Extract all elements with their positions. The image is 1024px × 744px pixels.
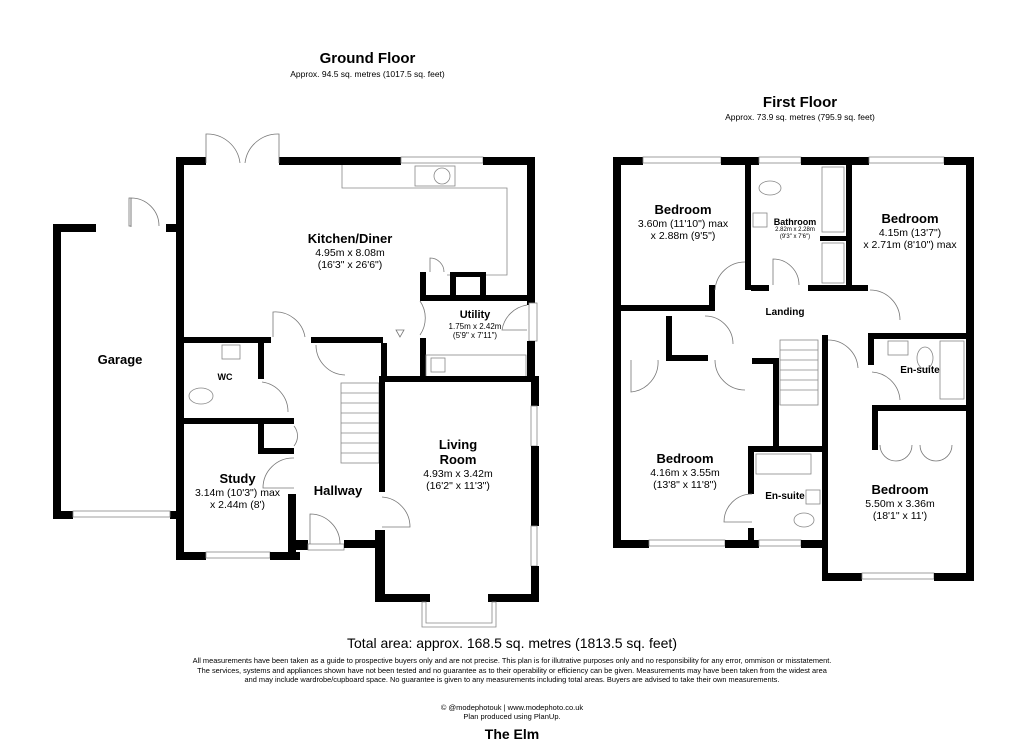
copyright-credit: © @modephotouk | www.modephoto.co.uk bbox=[440, 703, 584, 712]
ground-floor-plan bbox=[53, 133, 539, 628]
room-name: Bedroom bbox=[871, 482, 929, 497]
room-name: Utility bbox=[459, 309, 491, 321]
ground-floor-area: Approx. 94.5 sq. metres (1017.5 sq. feet… bbox=[290, 69, 445, 79]
room-dimensions: 4.93m x 3.42m bbox=[423, 467, 493, 480]
room-dimensions: 2.82m x 2.28m bbox=[775, 227, 815, 234]
planup-credit: Plan produced using PlanUp. bbox=[463, 712, 561, 722]
room-name: Garage bbox=[97, 352, 143, 367]
room-study: Study 3.14m (10'3") max x 2.44m (8') bbox=[180, 471, 295, 511]
room-dimensions: 5.50m x 3.36m bbox=[865, 497, 935, 510]
first-floor-area: Approx. 73.9 sq. metres (795.9 sq. feet) bbox=[725, 112, 875, 122]
room-dimensions-imperial: (5'9" x 7'11") bbox=[452, 330, 498, 340]
room-ensuite-2: En-suite bbox=[755, 491, 815, 503]
room-bedroom-3: Bedroom 4.16m x 3.55m (13'8" x 11'8") bbox=[625, 451, 745, 491]
room-living-room: Living Room 4.93m x 3.42m (16'2" x 11'3"… bbox=[388, 437, 528, 492]
room-kitchen-diner: Kitchen/Diner 4.95m x 8.08m (16'3" x 26'… bbox=[270, 231, 430, 271]
room-dimensions: 4.95m x 8.08m bbox=[315, 246, 385, 259]
room-dimensions-imperial: x 2.88m (9'5") bbox=[650, 230, 716, 242]
room-garage: Garage bbox=[80, 352, 160, 368]
room-wc: WC bbox=[205, 372, 245, 382]
room-name: Bedroom bbox=[656, 451, 714, 466]
room-landing: Landing bbox=[755, 307, 815, 319]
room-dimensions-imperial: (13'8" x 11'8") bbox=[653, 479, 717, 491]
room-utility: Utility 1.75m x 2.42m (5'9" x 7'11") bbox=[430, 309, 520, 340]
room-name: Study bbox=[219, 471, 256, 486]
room-name: Bedroom bbox=[881, 211, 939, 226]
room-bathroom: Bathroom 2.82m x 2.28m (9'3" x 7'6") bbox=[767, 217, 823, 241]
first-floor-plan bbox=[613, 156, 974, 581]
plan-name: The Elm bbox=[484, 726, 540, 742]
room-name: Kitchen/Diner bbox=[307, 231, 393, 246]
room-dimensions-imperial: (16'2" x 11'3") bbox=[426, 479, 490, 492]
total-area: Total area: approx. 168.5 sq. metres (18… bbox=[347, 635, 677, 651]
room-name: Landing bbox=[765, 307, 805, 318]
room-ensuite-1: En-suite bbox=[890, 365, 950, 377]
disclaimer-text: All measurements have been taken as a gu… bbox=[192, 656, 832, 685]
room-dimensions: 4.15m (13'7") bbox=[878, 226, 942, 239]
room-name-line2: Room bbox=[439, 451, 477, 467]
room-name: Hallway bbox=[313, 483, 363, 498]
room-name: Living bbox=[438, 437, 478, 452]
room-name: En-suite bbox=[900, 365, 940, 376]
room-hallway: Hallway bbox=[298, 483, 378, 499]
ground-floor-title: Ground Floor bbox=[319, 50, 416, 67]
room-bedroom-4: Bedroom 5.50m x 3.36m (18'1" x 11') bbox=[840, 482, 960, 522]
room-dimensions-imperial: x 2.44m (8') bbox=[209, 499, 266, 511]
room-dimensions-imperial: (16'3" x 26'6") bbox=[317, 259, 383, 271]
room-dimensions-imperial: x 2.71m (8'10") max bbox=[863, 239, 957, 251]
room-dimensions: 1.75m x 2.42m bbox=[448, 321, 502, 331]
first-floor-title: First Floor bbox=[762, 94, 838, 111]
room-name: WC bbox=[217, 372, 233, 382]
room-dimensions-imperial: (18'1" x 11') bbox=[872, 510, 928, 522]
room-dimensions: 3.14m (10'3") max bbox=[194, 486, 281, 499]
room-dimensions: 4.16m x 3.55m bbox=[650, 466, 720, 479]
room-dimensions: 3.60m (11'10") max bbox=[637, 217, 729, 230]
room-bedroom-1: Bedroom 3.60m (11'10") max x 2.88m (9'5"… bbox=[622, 202, 744, 242]
room-name: Bathroom bbox=[773, 217, 817, 227]
room-name: En-suite bbox=[765, 491, 805, 502]
room-name: Bedroom bbox=[654, 202, 712, 217]
room-bedroom-2: Bedroom 4.15m (13'7") x 2.71m (8'10") ma… bbox=[855, 211, 965, 251]
room-dimensions-imperial: (9'3" x 7'6") bbox=[779, 234, 811, 241]
credits: © @modephotouk | www.modephoto.co.uk Pla… bbox=[0, 703, 1024, 722]
